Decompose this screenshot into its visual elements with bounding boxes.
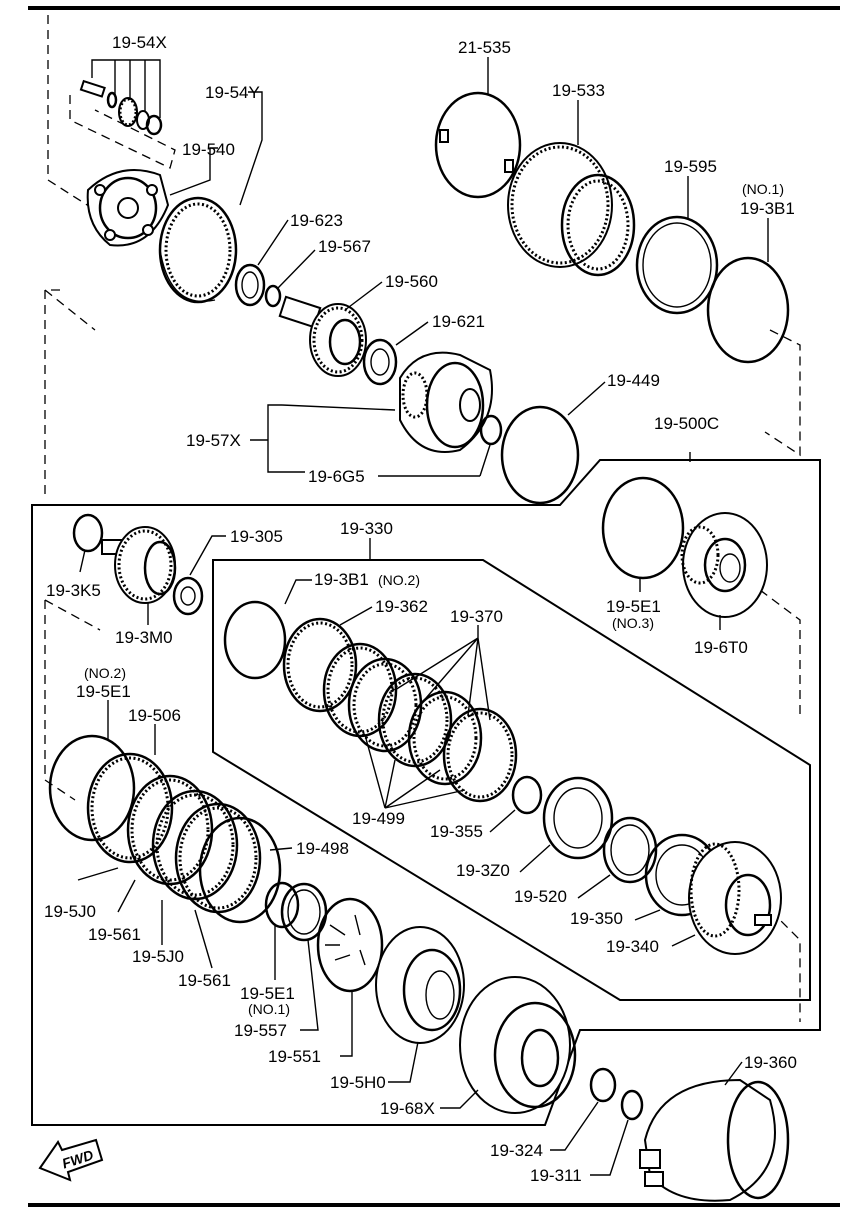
label-19-355: 19-355 <box>430 822 483 841</box>
thrust-washer-19-3K5 <box>72 513 104 553</box>
snap-ring-19-5E1-no3 <box>601 476 685 580</box>
label-19-3K5: 19-3K5 <box>46 581 101 600</box>
clutch-plates-19-370-19-499 <box>322 642 518 803</box>
label-19-567: 19-567 <box>318 237 371 256</box>
label-19-3Z0: 19-3Z0 <box>456 861 510 880</box>
label-19-5E1-no3-note: (NO.3) <box>612 615 654 631</box>
plate-19-362 <box>282 617 358 713</box>
washer-19-305 <box>172 576 204 616</box>
label-19-500C: 19-500C <box>654 414 719 433</box>
label-19-499: 19-499 <box>352 809 405 828</box>
label-19-330: 19-330 <box>340 519 393 538</box>
piston-19-3Z0 <box>542 776 614 860</box>
label-19-3B1-no2: 19-3B1 <box>314 570 369 589</box>
band-19-360 <box>639 1078 790 1202</box>
label-19-560: 19-560 <box>385 272 438 291</box>
left-dash-guide-4 <box>44 599 101 631</box>
label-19-561-a: 19-561 <box>88 925 141 944</box>
drum-19-340 <box>688 841 782 955</box>
label-21-535: 21-535 <box>458 38 511 57</box>
snap-ring-19-3B1-no2 <box>223 600 287 680</box>
label-19-311: 19-311 <box>530 1166 582 1185</box>
label-19-557: 19-557 <box>234 1021 287 1040</box>
piston-19-5H0 <box>375 926 465 1044</box>
label-19-54Y: 19-54Y <box>205 83 260 102</box>
label-19-324: 19-324 <box>490 1141 543 1160</box>
label-19-5J0-a: 19-5J0 <box>44 902 96 921</box>
shaft-19-560 <box>278 295 367 377</box>
label-19-3B1-no2-note: (NO.2) <box>378 572 420 588</box>
label-19-551: 19-551 <box>268 1047 321 1066</box>
snap-ring-19-355 <box>511 775 543 815</box>
washer-19-324 <box>589 1067 617 1103</box>
group-19-6T0-dash <box>759 589 801 715</box>
label-19-449: 19-449 <box>607 371 660 390</box>
label-19-5E1-no3: 19-5E1 <box>606 597 661 616</box>
group-19-500C-outline <box>31 459 821 1126</box>
thrust-washer-19-623 <box>234 263 266 307</box>
label-19-5E1-no2-note: (NO.2) <box>84 665 126 681</box>
drum-19-68X <box>459 976 577 1114</box>
ring-gear-19-54Y <box>158 196 238 304</box>
snap-ring-19-567 <box>264 284 282 308</box>
label-19-54X: 19-54X <box>112 33 167 52</box>
label-19-5J0-b: 19-5J0 <box>132 947 184 966</box>
label-19-350: 19-350 <box>570 909 623 928</box>
label-19-370: 19-370 <box>450 607 503 626</box>
label-19-3B1-no1-note: (NO.1) <box>742 181 784 197</box>
left-dash-guide-2 <box>44 289 96 331</box>
right-dash-guide <box>764 329 801 457</box>
snap-ring-19-3B1-no1 <box>706 256 790 364</box>
label-19-506: 19-506 <box>128 706 181 725</box>
label-19-498: 19-498 <box>296 839 349 858</box>
label-19-6G5: 19-6G5 <box>308 467 365 486</box>
label-19-5E1-no1-note: (NO.1) <box>248 1001 290 1017</box>
label-19-340: 19-340 <box>606 937 659 956</box>
label-19-6T0: 19-6T0 <box>694 638 748 657</box>
carrier-19-540 <box>86 169 170 247</box>
spring-19-520 <box>602 816 658 884</box>
drum-19-533 <box>507 142 636 277</box>
thrust-washer-19-6G5 <box>479 414 503 446</box>
top-dash-guide <box>47 15 96 211</box>
label-19-595: 19-595 <box>664 157 717 176</box>
label-19-540: 19-540 <box>182 140 235 159</box>
bearing-19-621 <box>362 338 398 386</box>
label-19-360: 19-360 <box>744 1053 797 1072</box>
label-19-5E1-no1: 19-5E1 <box>240 984 295 1003</box>
label-19-520: 19-520 <box>514 887 567 906</box>
seal-ring-19-595 <box>635 215 719 315</box>
label-19-362: 19-362 <box>375 597 428 616</box>
label-19-621: 19-621 <box>432 312 485 331</box>
label-19-305: 19-305 <box>230 527 283 546</box>
label-19-3B1-no1: 19-3B1 <box>740 199 795 218</box>
label-19-623: 19-623 <box>290 211 343 230</box>
label-19-3M0: 19-3M0 <box>115 628 173 647</box>
snap-ring-19-5E1-no1 <box>264 881 300 929</box>
seal-19-557 <box>280 882 328 942</box>
label-19-5H0: 19-5H0 <box>330 1073 386 1092</box>
label-19-5E1-no2: 19-5E1 <box>76 682 131 701</box>
left-dash-guide <box>44 289 60 495</box>
snap-ring-19-5E1-no2 <box>48 734 136 842</box>
planetary-carrier-19-57X <box>399 351 493 453</box>
clutch-plates-19-5J0-19-561 <box>126 774 282 924</box>
pinion-parts-19-54X <box>79 79 163 136</box>
group-19-330-outline <box>212 559 811 1001</box>
pin-dash-guide <box>69 95 176 169</box>
left-dash-guide-3 <box>44 600 76 801</box>
label-19-533: 19-533 <box>552 81 605 100</box>
label-19-68X: 19-68X <box>380 1099 435 1118</box>
gear-19-3M0 <box>101 526 177 604</box>
hub-19-6T0 <box>680 512 768 618</box>
snap-ring-19-311 <box>620 1089 644 1121</box>
snap-ring-19-449 <box>500 405 580 505</box>
spring-plate-19-551 <box>316 897 384 993</box>
band-21-535 <box>434 91 522 199</box>
forward-arrow-icon: FWD <box>38 1138 104 1182</box>
label-19-57X: 19-57X <box>186 431 241 450</box>
label-19-561-b: 19-561 <box>178 971 231 990</box>
